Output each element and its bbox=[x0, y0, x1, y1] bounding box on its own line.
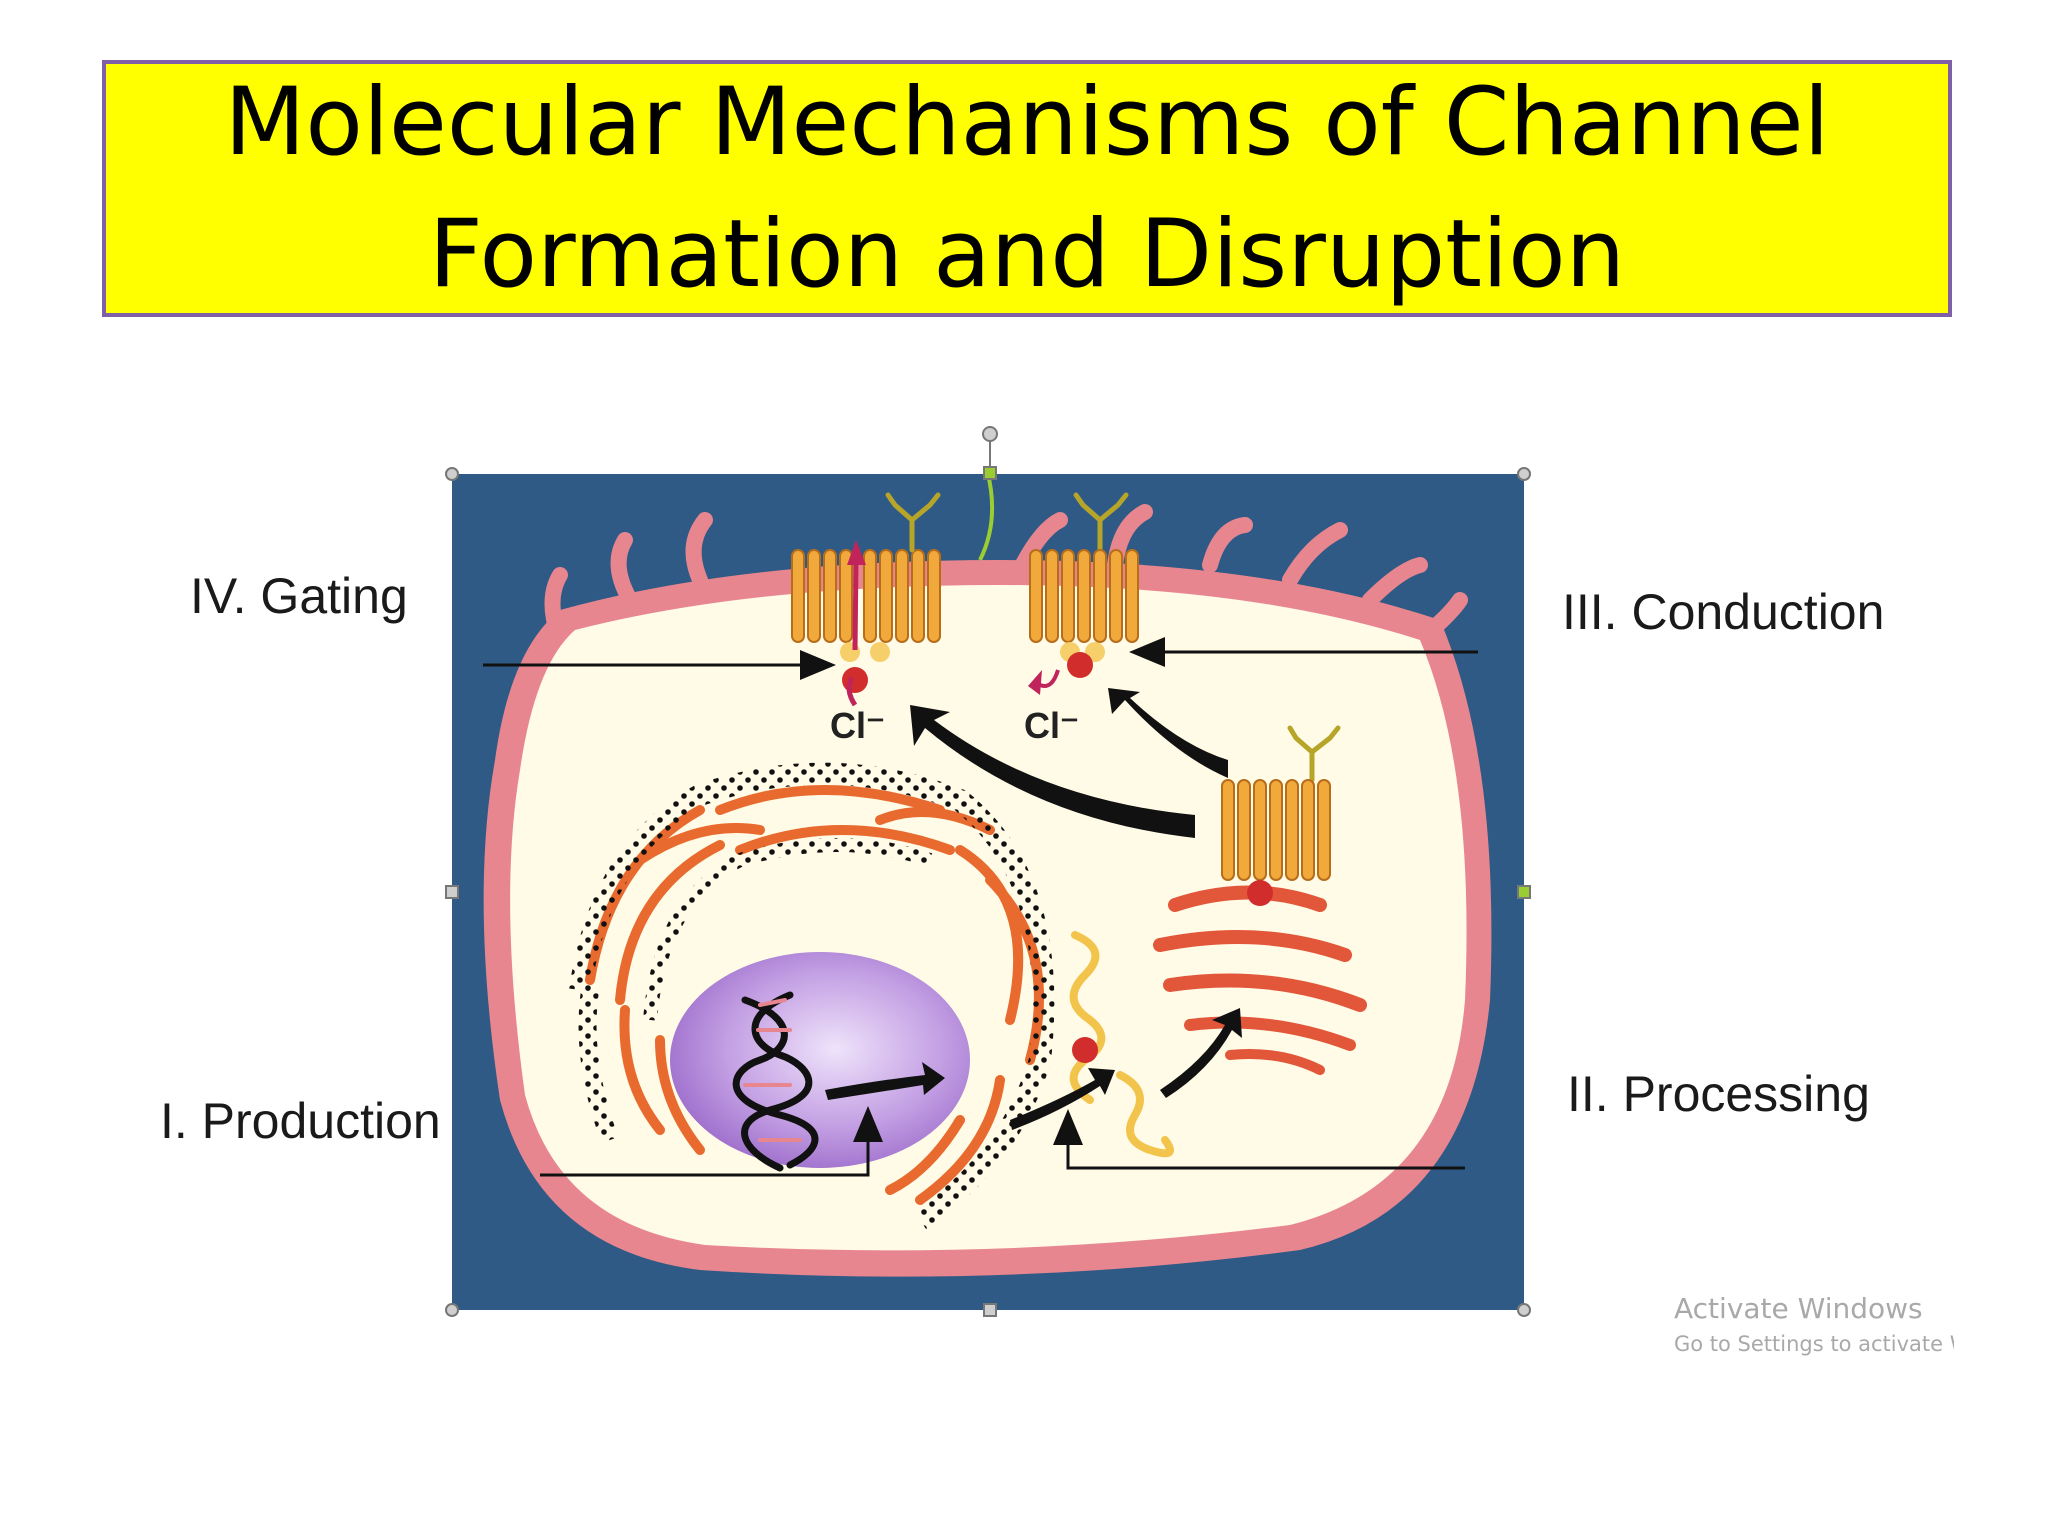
label-processing: II. Processing bbox=[1567, 1066, 1870, 1122]
resize-handle-right bbox=[1517, 885, 1531, 899]
arrow-er-to-processing bbox=[1010, 1068, 1115, 1130]
resize-handle-tr bbox=[1517, 467, 1531, 481]
resize-handle-br bbox=[1517, 1303, 1531, 1317]
pointer-processing bbox=[1053, 1109, 1465, 1170]
arrow-nucleus-to-er bbox=[825, 1062, 945, 1100]
resize-handle-top bbox=[983, 466, 997, 480]
resize-handle-bottom bbox=[983, 1303, 997, 1317]
title-line-1: Molecular Mechanisms of Channel bbox=[224, 67, 1830, 177]
cftr-channel-right bbox=[1028, 549, 1139, 695]
nucleus bbox=[670, 952, 970, 1168]
label-gating: IV. Gating bbox=[190, 568, 408, 624]
ribosome-dots bbox=[569, 762, 1055, 1230]
resize-handle-bl bbox=[445, 1303, 459, 1317]
selection-handles[interactable] bbox=[445, 426, 1531, 1317]
label-production: I. Production bbox=[160, 1093, 441, 1149]
resize-handle-left bbox=[445, 885, 459, 899]
pointer-lines bbox=[483, 637, 1478, 1177]
slide-title-box: Molecular Mechanisms of Channel Formatio… bbox=[102, 60, 1952, 317]
activate-windows-subtext: Go to Settings to activate W bbox=[1674, 1332, 1954, 1356]
title-line-2: Formation and Disruption bbox=[428, 199, 1626, 309]
arrow-golgi-to-right-channel bbox=[1108, 688, 1228, 778]
cftr-channel-left bbox=[791, 540, 941, 707]
protein-chain bbox=[1069, 931, 1174, 1158]
ion-label-left: Cl⁻ bbox=[830, 705, 885, 746]
ion-label-right: Cl⁻ bbox=[1024, 705, 1079, 746]
cftr-channel-golgi bbox=[1221, 779, 1331, 906]
label-conduction: III. Conduction bbox=[1562, 584, 1885, 640]
glycan-icon bbox=[885, 492, 1341, 783]
arrow-golgi-to-left-channel bbox=[910, 705, 1195, 838]
activate-windows-watermark: Activate Windows bbox=[1674, 1292, 1923, 1325]
resize-handle-tl bbox=[445, 467, 459, 481]
protein-domain bbox=[1072, 1037, 1098, 1063]
pointer-production bbox=[540, 1106, 883, 1177]
trafficking-arrows bbox=[825, 688, 1242, 1130]
dna-helix-icon bbox=[732, 991, 819, 1172]
arrow-processing-to-golgi bbox=[1160, 1008, 1242, 1098]
rotate-handle bbox=[982, 426, 998, 442]
